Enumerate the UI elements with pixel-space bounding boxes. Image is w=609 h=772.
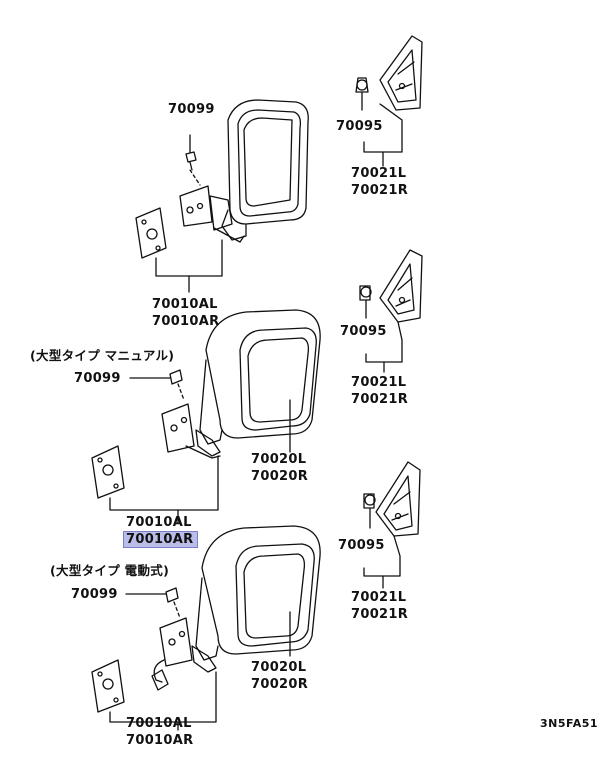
mirror-manual bbox=[161, 309, 321, 459]
mirror-label-1-right[interactable]: 70010AR bbox=[152, 314, 220, 329]
mirror-label-3-left[interactable]: 70010AL bbox=[126, 716, 192, 731]
bracket-2 bbox=[91, 445, 125, 499]
cover-2 bbox=[359, 249, 423, 323]
type-note-power: (大型タイプ 電動式) bbox=[50, 563, 170, 578]
cap-label-2[interactable]: 70095 bbox=[340, 324, 387, 339]
cover-label-2-left[interactable]: 70021L bbox=[351, 375, 407, 390]
cover-label-3-right[interactable]: 70021R bbox=[351, 607, 409, 622]
cover-label-2-right[interactable]: 70021R bbox=[351, 392, 409, 407]
mirror-power bbox=[151, 525, 321, 691]
mirror-label-2-right-highlighted[interactable]: 70010AR bbox=[123, 531, 199, 548]
screw-label-3[interactable]: 70099 bbox=[71, 587, 118, 602]
mirror-label-3-right[interactable]: 70010AR bbox=[126, 733, 194, 748]
mirror-label-2-left[interactable]: 70010AL bbox=[126, 515, 192, 530]
glass-label-2-left[interactable]: 70020L bbox=[251, 452, 307, 467]
screw-1 bbox=[185, 151, 197, 171]
type-note-manual: (大型タイプ マニュアル) bbox=[30, 348, 175, 363]
cover-label-1-left[interactable]: 70021L bbox=[351, 166, 407, 181]
screw-2 bbox=[169, 369, 183, 385]
cover-1 bbox=[355, 35, 423, 111]
cap-label-3[interactable]: 70095 bbox=[338, 538, 385, 553]
glass-label-2-right[interactable]: 70020R bbox=[251, 469, 309, 484]
screw-3 bbox=[165, 587, 179, 603]
bracket-1 bbox=[135, 207, 167, 259]
glass-label-3-left[interactable]: 70020L bbox=[251, 660, 307, 675]
bracket-3 bbox=[91, 659, 125, 713]
screw-label-1[interactable]: 70099 bbox=[168, 102, 215, 117]
glass-label-3-right[interactable]: 70020R bbox=[251, 677, 309, 692]
cover-3 bbox=[363, 461, 421, 537]
mirror-small bbox=[179, 99, 309, 243]
cover-label-3-left[interactable]: 70021L bbox=[351, 590, 407, 605]
cap-label-1[interactable]: 70095 bbox=[336, 119, 383, 134]
mirror-label-1-left[interactable]: 70010AL bbox=[152, 297, 218, 312]
screw-label-2[interactable]: 70099 bbox=[74, 371, 121, 386]
cover-label-1-right[interactable]: 70021R bbox=[351, 183, 409, 198]
diagram-code: 3N5FA51 bbox=[540, 717, 599, 730]
